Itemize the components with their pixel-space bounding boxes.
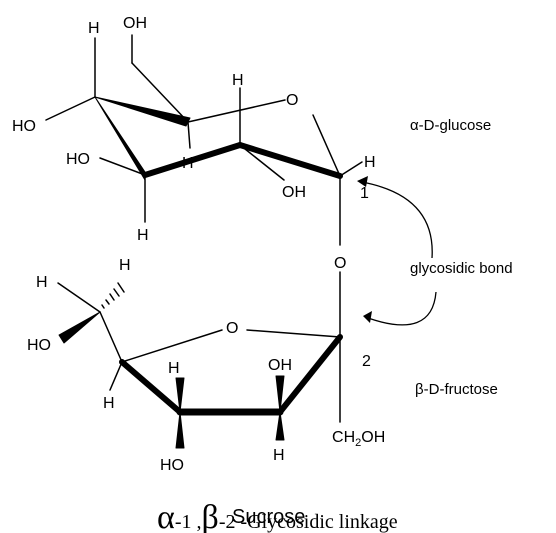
atom-labels: H OH HO H O HO H OH H 1 H O H H HO O H O… (12, 15, 385, 474)
label-num-2: 2 (362, 353, 371, 370)
glucose-bond-c1-h (339, 161, 363, 177)
label-ch2oh: CH2OH (332, 429, 385, 449)
label-ho-f4: HO (160, 457, 184, 474)
label-oh-mid: OH (282, 184, 306, 201)
glucose-bond-c2-c3 (142, 142, 243, 178)
label-h-top: H (88, 20, 100, 37)
glycosidic-arrows (357, 176, 437, 326)
lower-arrowhead (363, 311, 372, 323)
upper-curved-arrow (361, 181, 433, 259)
label-h-f5: H (103, 395, 115, 412)
label-num-1: 1 (360, 185, 369, 202)
glucose-bond-c5-h (187, 121, 191, 149)
fructose-wedge-c6-oh (58, 311, 101, 344)
glucose-bond-c2-oh (239, 144, 285, 181)
fructose-hash-c6-h (101, 282, 125, 309)
fructose-bond-c5-c6 (99, 311, 123, 363)
label-alpha-d-glucose: α-D-glucose (410, 117, 491, 134)
label-beta-d-fructose: β-D-fructose (415, 381, 498, 398)
label-h-f4: H (273, 447, 285, 464)
fructose-bond-c5-h (109, 361, 123, 391)
fructose-bond-c6-h (57, 282, 101, 313)
upper-arrowhead (357, 176, 368, 187)
label-oh-f3: OH (268, 357, 292, 374)
glucose-bond-o-c1 (312, 114, 341, 177)
glucose-ring (45, 34, 363, 246)
caption-sucrose-overlay: Sucrose (232, 506, 305, 528)
caption: Sucrose α-1 ,β-2 -Glycosidic linkage (157, 499, 398, 533)
fructose-wedge-c3-h (275, 411, 285, 441)
glucose-bond-c5-c6 (131, 62, 189, 123)
label-o-ring1: O (286, 92, 298, 109)
label-oh-top: OH (123, 15, 147, 32)
label-o-ring2: O (226, 320, 238, 337)
fructose-bond-c5-o (121, 329, 223, 363)
label-h-f6a: H (36, 274, 48, 291)
label-h-ring-top: H (232, 72, 244, 89)
glucose-bond-c3-oh (99, 157, 146, 176)
glucose-bond-c4-oh (45, 96, 96, 121)
caption-linkage: α-1 ,β-2 -Glycosidic linkage (157, 499, 398, 533)
label-ho-left: HO (12, 118, 36, 135)
fructose-wedge-c4-h (175, 377, 185, 413)
fructose-bond-o-c2 (246, 329, 341, 338)
fructose-wedge-c4-oh (175, 411, 185, 449)
side-labels: α-D-glucose glycosidic bond β-D-fructose (410, 117, 513, 398)
glucose-bond-c1-c2 (237, 142, 343, 179)
label-ho-mid: HO (66, 151, 90, 168)
fructose-ring (57, 271, 343, 449)
glucose-bond-c5-o (187, 99, 286, 123)
label-h-c1: H (364, 154, 376, 171)
label-h-bottom: H (137, 227, 149, 244)
label-h-f6b: H (119, 257, 131, 274)
label-h-mid: H (182, 155, 194, 172)
lower-curved-arrow (367, 291, 437, 326)
label-ho-f6: HO (27, 337, 51, 354)
label-h-f3: H (168, 360, 180, 377)
label-o-bridge: O (334, 255, 346, 272)
fructose-bond-c4-c5 (119, 359, 183, 415)
glucose-wedge-c4-c5 (94, 96, 191, 127)
label-glycosidic-bond: glycosidic bond (410, 260, 513, 277)
fructose-wedge-c3-oh (275, 375, 285, 413)
fructose-bond-c2-c3 (277, 334, 343, 415)
